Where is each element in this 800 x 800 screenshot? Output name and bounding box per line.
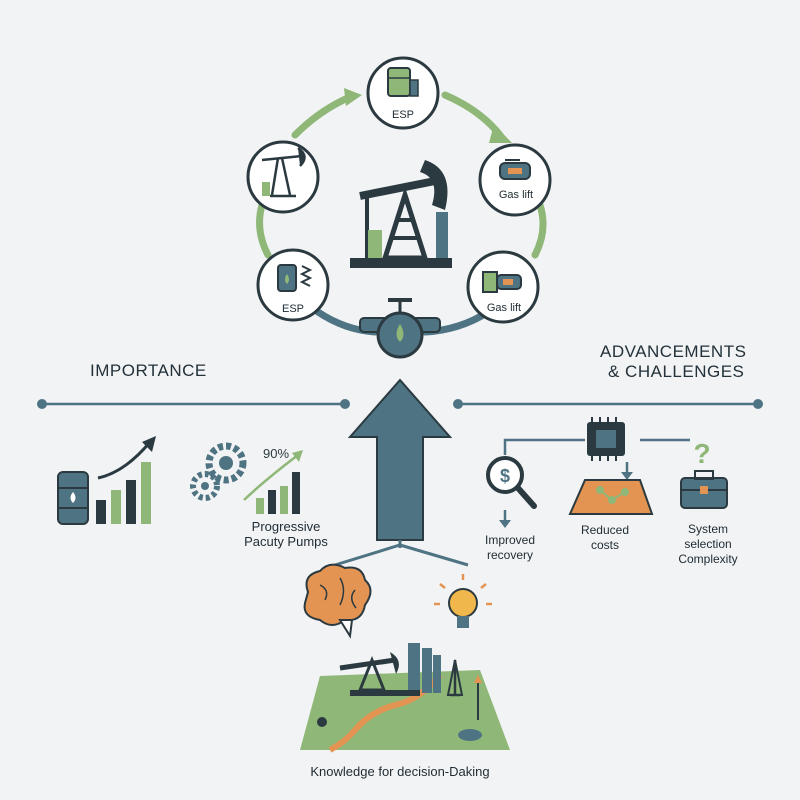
- cycle-esp-lower-label: ESP: [281, 303, 304, 315]
- cost-map-icon: [568, 462, 654, 515]
- oilfield-landscape-icon: [300, 643, 510, 753]
- importance-pumps-label-line2: Pacuty Pumps: [244, 534, 328, 549]
- arc-pump-to-esp: [291, 93, 354, 139]
- cycle-node-gaslift-upper: [478, 143, 552, 217]
- cycle-node-pumpjack: [246, 140, 320, 214]
- arc-left-side: [256, 201, 272, 259]
- advancement-complexity-line1: System: [687, 522, 728, 536]
- pumpjack-small-icon: [261, 146, 306, 198]
- advancement-complexity-line3: Complexity: [678, 552, 738, 566]
- esp-barrel-spring-icon: [277, 264, 313, 292]
- advancement-connectors: [503, 438, 690, 455]
- briefcase-question-icon: ?: [680, 438, 728, 509]
- arc-esp-to-gaslift: [441, 91, 504, 139]
- valve-icon: [359, 298, 441, 359]
- cycle-gaslift-upper-label: Gas lift: [498, 189, 534, 201]
- divider-lines: [37, 399, 763, 409]
- section-title-advancements-line2: & CHALLENGES: [608, 362, 745, 381]
- gears-chart-icon: [190, 442, 303, 514]
- esp-barrel-icon: [387, 67, 419, 97]
- footer-caption: Knowledge for decision-Daking: [310, 764, 490, 779]
- advancement-recovery-line2: recovery: [486, 548, 533, 562]
- svg-text:$: $: [500, 466, 510, 486]
- microchip-icon: [587, 417, 625, 461]
- svg-text:?: ?: [693, 438, 710, 469]
- importance-pumps-label-line1: Progressive: [251, 519, 321, 534]
- cycle-node-esp-top: [366, 56, 440, 130]
- section-title-advancements-line1: ADVANCEMENTS: [600, 342, 747, 361]
- cycle-node-esp-lower: [256, 248, 330, 322]
- gas-valve-icon: [482, 271, 522, 293]
- lightbulb-icon: [434, 574, 492, 628]
- arc-gaslift-right: [531, 201, 547, 259]
- advancement-recovery-line1: Improved: [484, 533, 536, 547]
- advancement-costs-line2: costs: [590, 538, 619, 552]
- compressor-icon: [499, 159, 531, 180]
- advancement-complexity-line2: selection: [684, 537, 732, 551]
- arrow-head-top-right: [489, 124, 512, 143]
- cycle-node-gaslift-lower: [466, 250, 540, 324]
- arrow-head-top-left: [344, 88, 362, 106]
- importance-percent-label: 90%: [262, 446, 290, 461]
- central-pumpjack-icon: [350, 160, 452, 268]
- cycle-gaslift-lower-label: Gas lift: [486, 302, 522, 314]
- advancement-costs-line1: Reduced: [580, 523, 630, 537]
- cycle-top-esp-label: ESP: [391, 109, 414, 121]
- section-title-importance: IMPORTANCE: [90, 361, 207, 380]
- central-up-arrow: [334, 378, 469, 567]
- brain-icon: [303, 563, 372, 639]
- barrel-bar-chart-icon: [57, 436, 156, 525]
- magnifier-dollar-icon: $: [486, 456, 537, 528]
